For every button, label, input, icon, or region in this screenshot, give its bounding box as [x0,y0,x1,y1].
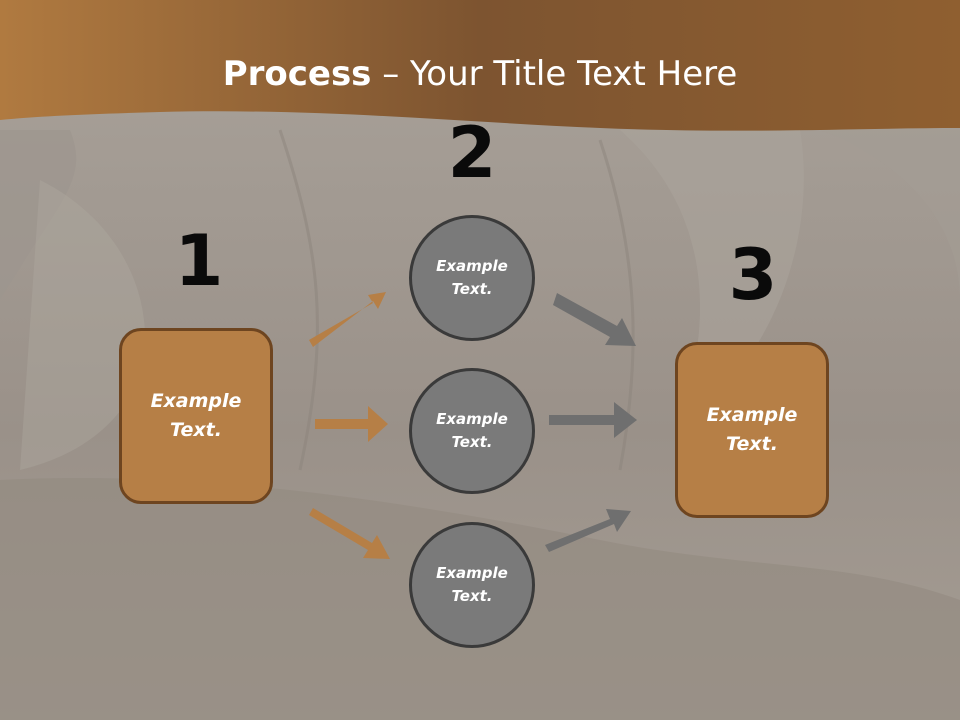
circle-middle-line1: Example [436,410,508,428]
circle-top-line1: Example [436,257,508,275]
step-box-3-line1: Example [706,404,798,426]
arrow-middle-to-3 [549,402,637,438]
title-bold: Process [222,54,372,94]
step-box-1-line1: Example [150,390,242,412]
slide-title: Process – Your Title Text Here [0,52,960,96]
title-rest: – Your Title Text Here [371,54,738,94]
arrow-1-to-bottom [309,508,390,559]
circle-top-line2: Text. [451,280,493,298]
title-banner [0,0,960,131]
circle-bottom-line2: Text. [451,587,493,605]
circle-middle-line2: Text. [451,433,493,451]
arrow-1-to-top [309,292,386,347]
step-number-3: 3 [728,234,778,316]
step-number-1: 1 [174,220,224,302]
arrow-top-to-3 [553,293,636,346]
arrow-bottom-to-3 [545,509,631,552]
step-number-2: 2 [447,112,497,194]
arrow-1-to-middle [315,406,388,442]
circle-bottom-line1: Example [436,564,508,582]
step-box-3-line2: Text. [726,433,778,455]
step-box-1-line2: Text. [170,419,222,441]
